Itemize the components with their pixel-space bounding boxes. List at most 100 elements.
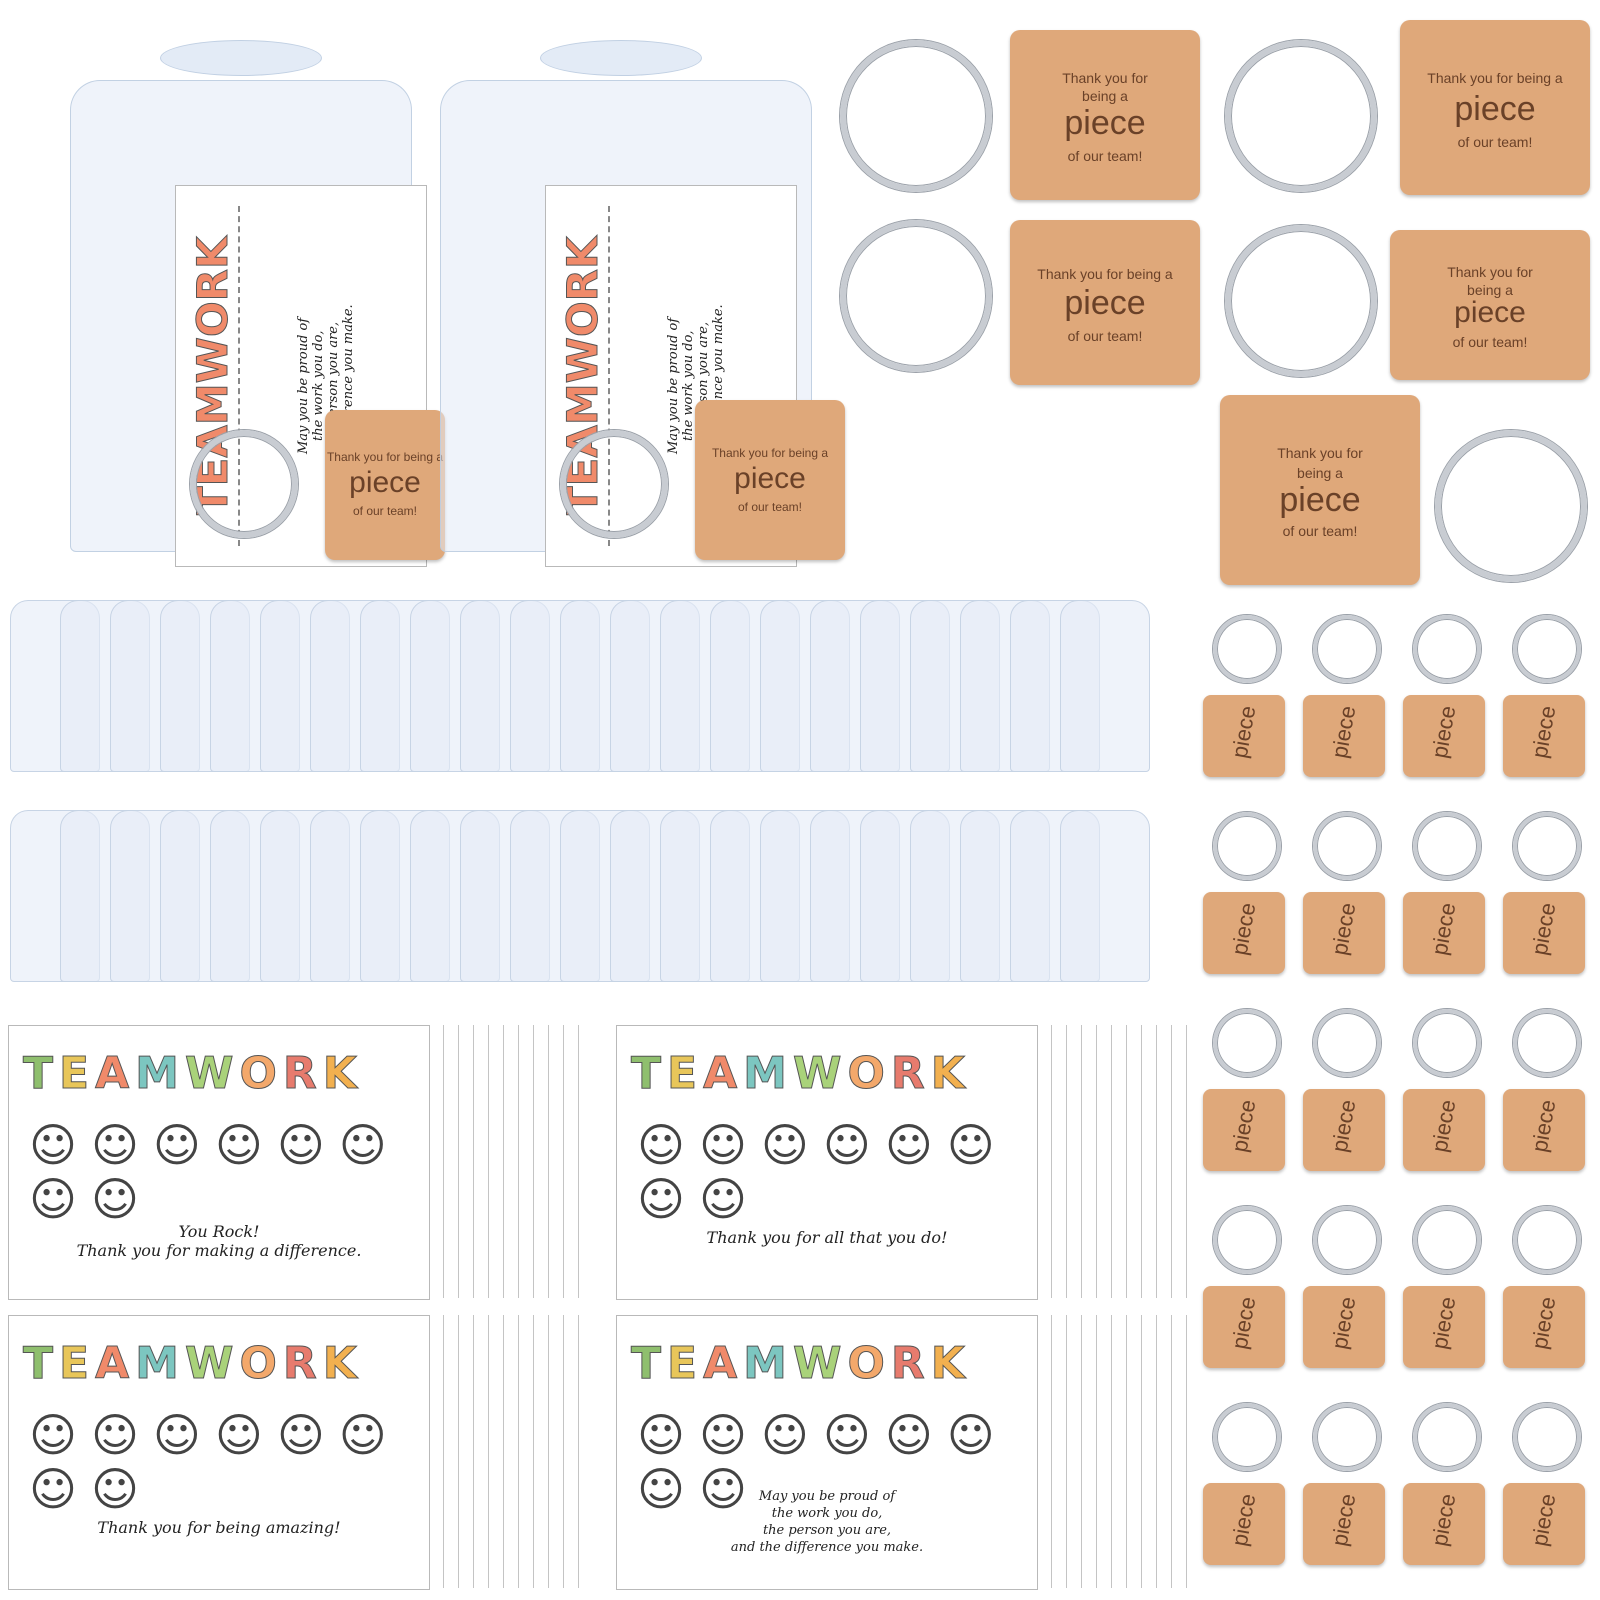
heading-letter: T — [630, 1048, 664, 1100]
card-edge — [1171, 1025, 1172, 1298]
card-stack-2: TEAMWORK ☺☺☺☺☺☺☺☺ Thank you for all that… — [616, 1025, 1201, 1300]
small-keychain: piece — [1295, 615, 1390, 805]
heading-letter: R — [890, 1338, 927, 1390]
heading-letter: E — [667, 1048, 700, 1100]
key-ring — [1213, 615, 1281, 683]
card-edge — [1111, 1315, 1112, 1588]
key-ring — [840, 220, 992, 372]
puzzle-keychain: piece — [1403, 892, 1485, 974]
small-keychain: piece — [1195, 812, 1290, 1002]
large-keychain-1: Thank you for being a piece of our team! — [830, 20, 1210, 200]
card-edge — [563, 1025, 564, 1298]
keychain-engraving-piece: piece — [1426, 1097, 1461, 1154]
bag-drawstring-neck — [540, 40, 702, 76]
heading-letter: W — [792, 1338, 844, 1390]
key-ring — [1313, 1009, 1381, 1077]
heading-letter: R — [282, 1048, 319, 1100]
small-keychain: piece — [1295, 1206, 1390, 1396]
heading-letter: M — [743, 1338, 789, 1390]
key-ring — [1213, 812, 1281, 880]
card-edge — [1156, 1025, 1157, 1298]
puzzle-keychain: piece — [1303, 1089, 1385, 1171]
puzzle-keychain: piece — [1403, 1483, 1485, 1565]
card-edge — [578, 1025, 579, 1298]
keychain-engraving-piece: piece — [1526, 1097, 1561, 1154]
keychain-engraving-line1: Thank you for being a — [326, 450, 444, 464]
large-keychain-3: Thank you for being a piece of our team! — [830, 210, 1210, 390]
puzzle-keychain: piece — [1203, 1483, 1285, 1565]
stacked-card-edges — [1036, 1025, 1201, 1300]
heading-letter: E — [667, 1338, 700, 1390]
teamwork-card: TEAMWORK ☺☺☺☺☺☺☺☺ May you be proud of th… — [616, 1315, 1038, 1590]
heading-letter: E — [59, 1048, 92, 1100]
small-keychain: piece — [1295, 1403, 1390, 1593]
puzzle-keychain: piece — [1503, 1483, 1585, 1565]
card-edge — [473, 1025, 474, 1298]
card-edge — [518, 1315, 519, 1588]
puzzle-keychain: Thank you for being a piece of our team! — [325, 410, 445, 560]
card-message: Thank you for all that you do! — [706, 1228, 948, 1247]
puzzle-keychain: Thank you for being a piece of our team! — [1220, 395, 1420, 585]
keychain-engraving-piece: piece — [1326, 703, 1361, 760]
stick-figure-row: ☺☺☺☺☺☺☺☺ — [29, 1118, 401, 1226]
key-ring — [1213, 1206, 1281, 1274]
card-edge — [488, 1315, 489, 1588]
small-keychain: piece — [1395, 1009, 1490, 1199]
keychain-engraving-line1: Thank you for being a — [711, 446, 829, 460]
card-edge — [458, 1025, 459, 1298]
keychain-engraving-line1: Thank you for — [1447, 264, 1533, 280]
bag-row-1 — [10, 590, 1200, 780]
keychain-engraving-piece: piece — [1526, 1294, 1561, 1351]
heading-letter: A — [703, 1048, 740, 1100]
small-keychain: piece — [1395, 1206, 1490, 1396]
bag-drawstring-neck — [160, 40, 322, 76]
keychain-engraving-piece: piece — [1526, 703, 1561, 760]
keychain-engraving-line2: being a — [1467, 282, 1513, 298]
heading-letter: O — [847, 1338, 887, 1390]
small-keychain: piece — [1295, 812, 1390, 1002]
teamwork-card: TEAMWORK ☺☺☺☺☺☺☺☺ You Rock! Thank you fo… — [8, 1025, 430, 1300]
keychain-engraving-piece: piece — [1226, 1097, 1261, 1154]
heading-letter: K — [930, 1048, 967, 1100]
keychain-engraving-piece: piece — [734, 462, 806, 495]
small-keychain: piece — [1295, 1009, 1390, 1199]
heading-letter: W — [184, 1338, 236, 1390]
keychain-engraving-line3: of our team! — [1452, 334, 1528, 350]
puzzle-keychain: piece — [1503, 1089, 1585, 1171]
featured-bag-1: TEAMWORK May you be proud of the work yo… — [40, 20, 445, 567]
heading-letter: M — [135, 1048, 181, 1100]
heading-letter: R — [282, 1338, 319, 1390]
puzzle-keychain: piece — [1303, 1483, 1385, 1565]
puzzle-keychain: piece — [1303, 892, 1385, 974]
keychain-engraving-line1: Thank you for — [1277, 445, 1363, 461]
puzzle-keychain: Thank you for being a piece of our team! — [695, 400, 845, 560]
heading-letter: K — [930, 1338, 967, 1390]
card-edge — [1111, 1025, 1112, 1298]
small-keychain: piece — [1495, 615, 1590, 805]
key-ring — [1313, 1206, 1381, 1274]
heading-letter: T — [22, 1338, 56, 1390]
large-keychain-4: Thank you for being a piece of our team! — [1215, 215, 1595, 385]
keychain-engraving-line3: of our team! — [1067, 328, 1143, 344]
small-keychain: piece — [1395, 615, 1490, 805]
card-edge — [1096, 1315, 1097, 1588]
stick-figure-row: ☺☺☺☺☺☺☺☺ — [637, 1118, 1009, 1226]
keychain-engraving-line3: of our team! — [1457, 134, 1533, 150]
keychain-engraving-line1: Thank you for being a — [1037, 266, 1173, 282]
key-ring — [1513, 1206, 1581, 1274]
heading-letter: E — [59, 1338, 92, 1390]
key-ring — [560, 430, 668, 538]
card-edge — [503, 1315, 504, 1588]
stacked-card-edges — [428, 1315, 593, 1590]
key-ring — [1413, 1206, 1481, 1274]
keychain-engraving-piece: piece — [1326, 1097, 1361, 1154]
key-ring — [1513, 1403, 1581, 1471]
card-edge — [488, 1025, 489, 1298]
puzzle-keychain: piece — [1303, 1286, 1385, 1368]
puzzle-keychain: piece — [1203, 695, 1285, 777]
small-keychain: piece — [1495, 1403, 1590, 1593]
card-edge — [1126, 1025, 1127, 1298]
small-keychain: piece — [1195, 1206, 1290, 1396]
card-edge — [443, 1025, 444, 1298]
heading-letter: K — [322, 1048, 359, 1100]
